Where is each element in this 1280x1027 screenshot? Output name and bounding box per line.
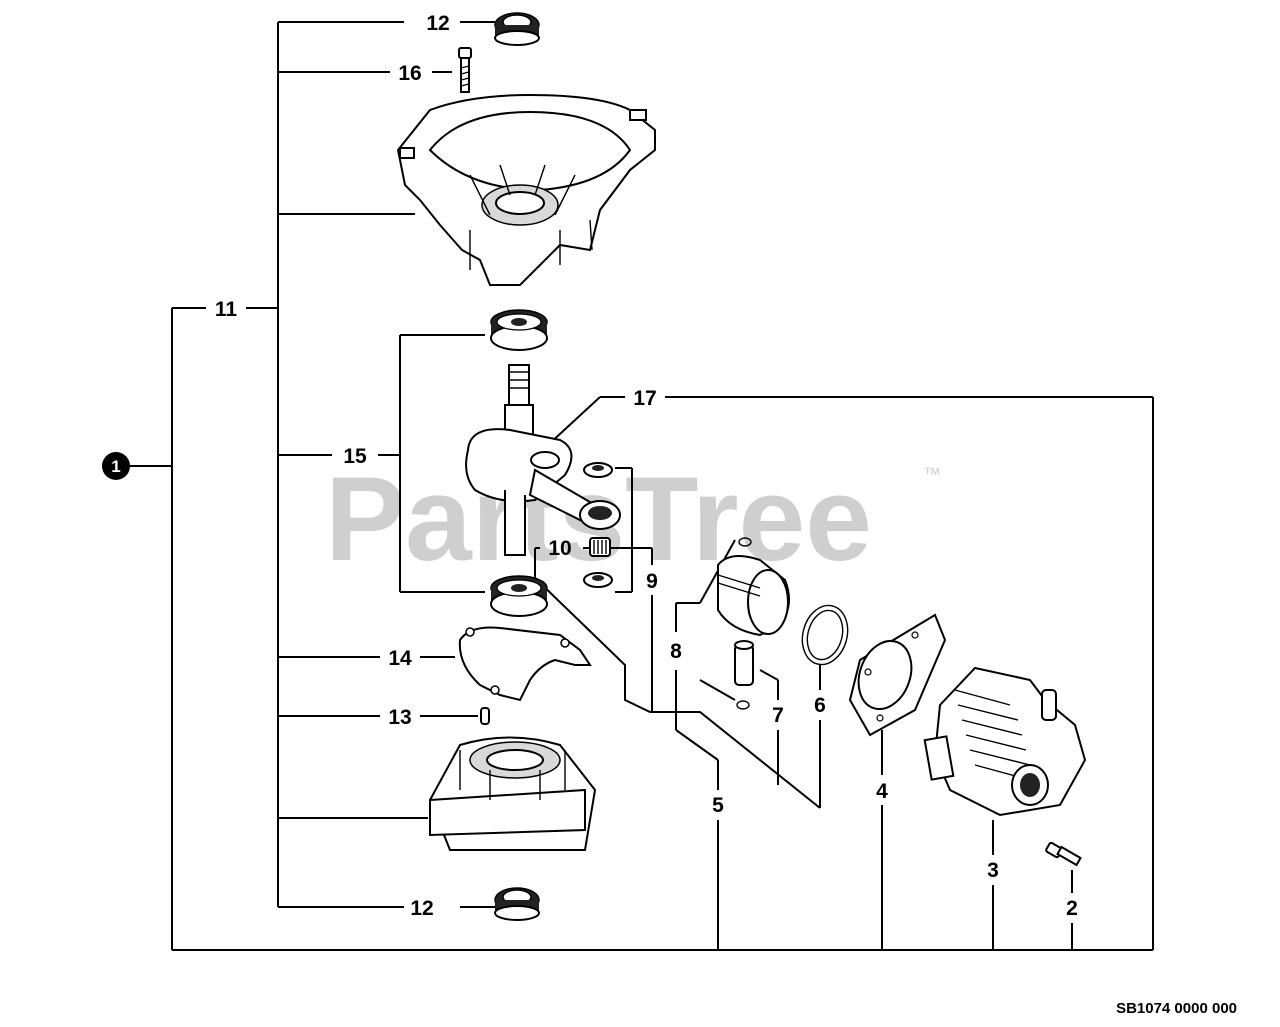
piston-pin <box>734 640 754 686</box>
cylinder <box>923 666 1087 817</box>
thrust-washer-top <box>583 462 613 478</box>
bolt-16 <box>458 47 472 93</box>
callout-3: 3 <box>987 859 999 882</box>
cylinder-gasket <box>848 613 947 737</box>
callout-14: 14 <box>388 647 412 670</box>
thrust-washer-bottom <box>583 572 613 588</box>
callout-17: 17 <box>633 387 656 410</box>
callout-7: 7 <box>772 704 784 727</box>
piston-ring <box>801 604 849 666</box>
callout-16: 16 <box>398 62 421 85</box>
callout-12-top: 12 <box>426 12 449 35</box>
needle-bearing <box>589 537 611 557</box>
cylinder-bolt <box>1045 841 1082 867</box>
assembly-number-badge <box>102 452 130 480</box>
oil-seal-bottom <box>494 887 540 921</box>
callout-13: 13 <box>388 706 411 729</box>
callout-8: 8 <box>670 640 682 663</box>
bearing-top <box>490 309 548 351</box>
callout-15: 15 <box>343 445 367 468</box>
assembly-number: 1 <box>111 457 120 476</box>
crankcase-upper <box>396 93 656 286</box>
oil-seal-top <box>494 12 540 46</box>
callout-5: 5 <box>712 794 724 817</box>
callout-2: 2 <box>1066 897 1078 920</box>
piston-pin-clip-top <box>738 537 752 547</box>
callout-12-bottom: 12 <box>410 897 433 920</box>
diagram-code: SB1074 0000 000 <box>1116 1000 1237 1017</box>
crankcase-lower <box>428 736 597 851</box>
bearing-bottom <box>490 575 548 617</box>
watermark-trademark: ™ <box>923 464 941 484</box>
piston <box>717 555 790 637</box>
callout-6: 6 <box>814 694 826 717</box>
piston-pin-clip-bottom <box>736 700 750 710</box>
callout-4: 4 <box>876 780 888 803</box>
leader-lines <box>130 21 1154 951</box>
crankcase-gasket <box>458 626 592 702</box>
callout-9: 9 <box>646 570 658 593</box>
callout-labels: 12 16 11 15 17 10 9 8 7 6 5 4 3 2 14 13 … <box>215 12 1078 920</box>
callout-10: 10 <box>548 537 571 560</box>
callout-11: 11 <box>215 298 238 321</box>
dowel-pin <box>480 707 490 725</box>
connecting-rod <box>528 468 621 530</box>
